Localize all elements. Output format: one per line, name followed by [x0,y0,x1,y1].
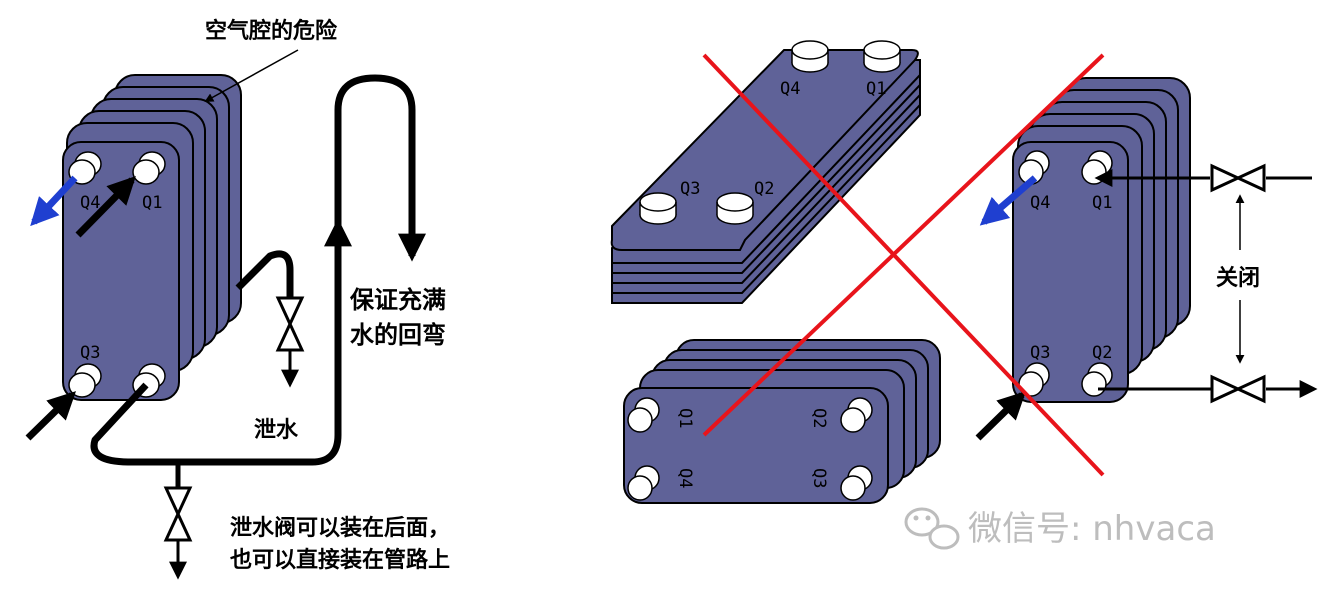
flat-port-label-q1: Q1 [866,79,886,99]
shutoff-valve-upper[interactable] [1210,163,1266,193]
air-pocket-danger-label: 空气腔的危险 [205,18,338,44]
right-port-label-q1: Q1 [1092,193,1112,213]
shutoff-valve-lower[interactable] [1210,374,1266,404]
left-port-label-q4: Q4 [80,193,100,213]
sideways-port-q2 [840,397,873,433]
drain-valve-lower[interactable] [163,486,193,542]
right-port-label-q4: Q4 [1030,193,1050,213]
air-pocket-pointer [204,49,299,102]
left-port-q3 [68,363,102,398]
flat-port-label-q2: Q2 [754,179,774,199]
sideways-port-label-q3: Q3 [809,468,829,488]
ensure-full-bend-label-line1: 保证充满 [349,286,446,314]
sideways-port-q1 [627,397,660,433]
flat-port-q1 [863,40,901,73]
left-port-q4 [68,151,102,185]
flat-port-label-q3: Q3 [680,179,700,199]
drain-valve-upper[interactable] [275,296,305,352]
inlet-arrow-q3 [25,391,77,441]
watermark: 微信号: nhvaca [904,507,1216,550]
inlet-arrow-q1 [75,176,136,238]
drain-valve-note-line2: 也可以直接装在管路上 [230,547,450,573]
right-inlet-arrow-q3 [975,391,1027,441]
return-bend [334,74,416,250]
drain-valve-note-line1: 泄水阀可以装在后面， [230,515,450,541]
air-vent-pipe [235,250,294,298]
sideways-exchanger: Q1 Q4 Q2 Q3 [623,339,941,504]
flat-port-q2 [716,192,754,225]
closed-label: 关闭 [1216,266,1260,291]
sideways-port-label-q4: Q4 [675,468,695,488]
left-port-q1 [132,151,166,185]
right-exchanger: Q4 Q1 Q3 Q2 [1012,77,1191,403]
flat-port-label-q4: Q4 [780,79,800,99]
sideways-port-q3 [840,465,873,501]
left-exchanger: Q4 Q1 Q3 [62,74,242,401]
right-outlet-arrow-q4 [979,175,1038,226]
sideways-port-label-q1: Q1 [675,408,695,428]
flat-port-q4 [791,40,829,73]
right-port-label-q2: Q2 [1092,343,1112,363]
drain-water-label: 泄水 [254,418,299,443]
right-port-q2 [1081,362,1113,397]
right-port-label-q3: Q3 [1030,343,1050,363]
outlet-pipe [90,240,342,466]
outlet-arrow-q4 [30,175,78,227]
wrong-cross-mark [702,53,1105,477]
left-port-label-q3: Q3 [80,343,100,363]
left-port-label-q1: Q1 [142,193,162,213]
flat-exchanger: Q4 Q1 Q3 Q2 [610,40,921,304]
sideways-port-label-q2: Q2 [809,408,829,428]
ensure-full-bend-label-line2: 水的回弯 [350,321,446,349]
flat-port-q3 [639,192,677,225]
watermark-text: 微信号: nhvaca [968,509,1216,549]
wechat-icon [904,507,960,550]
sideways-port-q4 [627,465,660,501]
